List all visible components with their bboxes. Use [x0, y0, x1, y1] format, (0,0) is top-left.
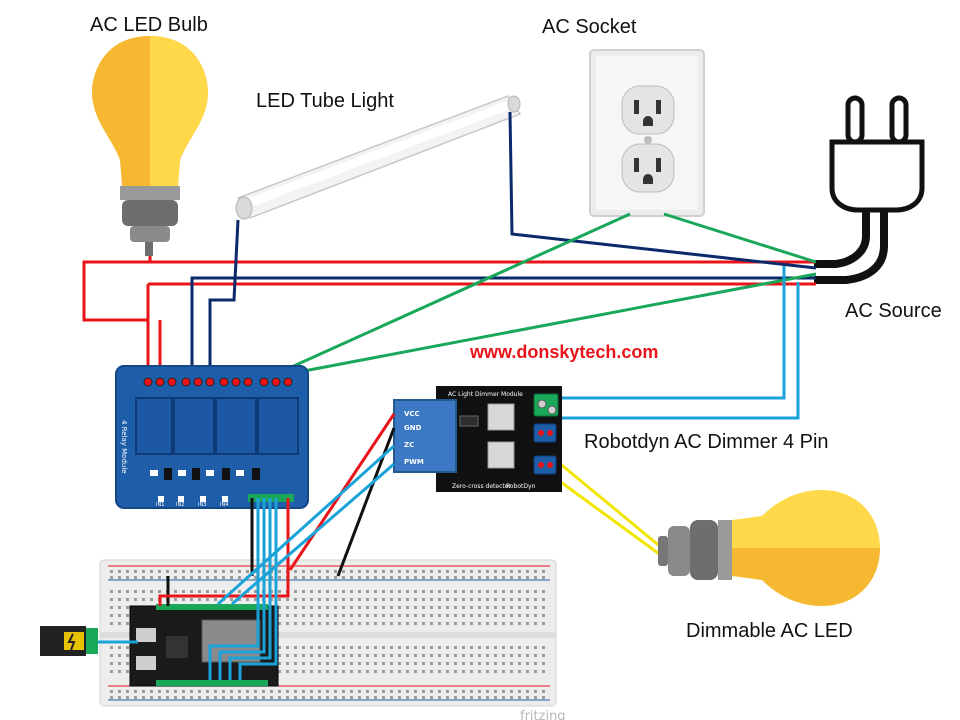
relay-pin-label: IN1 — [156, 502, 164, 508]
cyan-wires — [558, 266, 800, 420]
label-ac-socket: AC Socket — [542, 16, 637, 38]
label-ac-source: AC Source — [845, 300, 942, 322]
yellow-wires — [557, 460, 663, 558]
ac-socket — [589, 49, 705, 217]
led-tube-light — [235, 95, 522, 220]
relay-module-side-text: 4 Relay Module — [120, 420, 128, 474]
relay-pin-label: IN2 — [176, 502, 184, 508]
label-led-tube-light: LED Tube Light — [256, 90, 394, 112]
label-ac-led-bulb: AC LED Bulb — [90, 14, 208, 36]
label-dimmable-led: Dimmable AC LED — [686, 620, 853, 642]
dimmer-zc-label: Zero-cross detector — [452, 483, 511, 490]
mcu-wires — [98, 413, 396, 680]
dimmer-module-title: AC Light Dimmer Module — [448, 391, 523, 398]
relay-pin-label: IN4 — [220, 502, 228, 508]
ac-source-plug — [814, 95, 925, 284]
relay-pin-label: IN3 — [198, 502, 206, 508]
dimmer-brand: RobotDyn — [506, 483, 536, 490]
relay-module: 4 Relay Module IN1 IN2 IN3 IN4 — [115, 365, 309, 509]
dimmer-pin-pwm: PWM — [404, 458, 424, 466]
navy-wires — [190, 111, 817, 370]
label-dimmer: Robotdyn AC Dimmer 4 Pin — [584, 431, 829, 453]
green-wires — [275, 212, 817, 376]
dimmable-ac-led-bulb — [658, 490, 880, 606]
red-wires — [82, 256, 816, 370]
ac-dimmer-module: AC Light Dimmer Module Zero-cross detect… — [393, 386, 562, 492]
ac-led-bulb — [92, 36, 208, 256]
dimmer-pin-zc: ZC — [404, 441, 414, 449]
dimmer-pin-vcc: VCC — [404, 410, 420, 418]
label-website: www.donskytech.com — [470, 342, 659, 362]
dimmer-pin-gnd: GND — [404, 424, 422, 432]
fritzing-watermark: fritzing — [520, 709, 566, 720]
power-jack — [40, 626, 98, 656]
